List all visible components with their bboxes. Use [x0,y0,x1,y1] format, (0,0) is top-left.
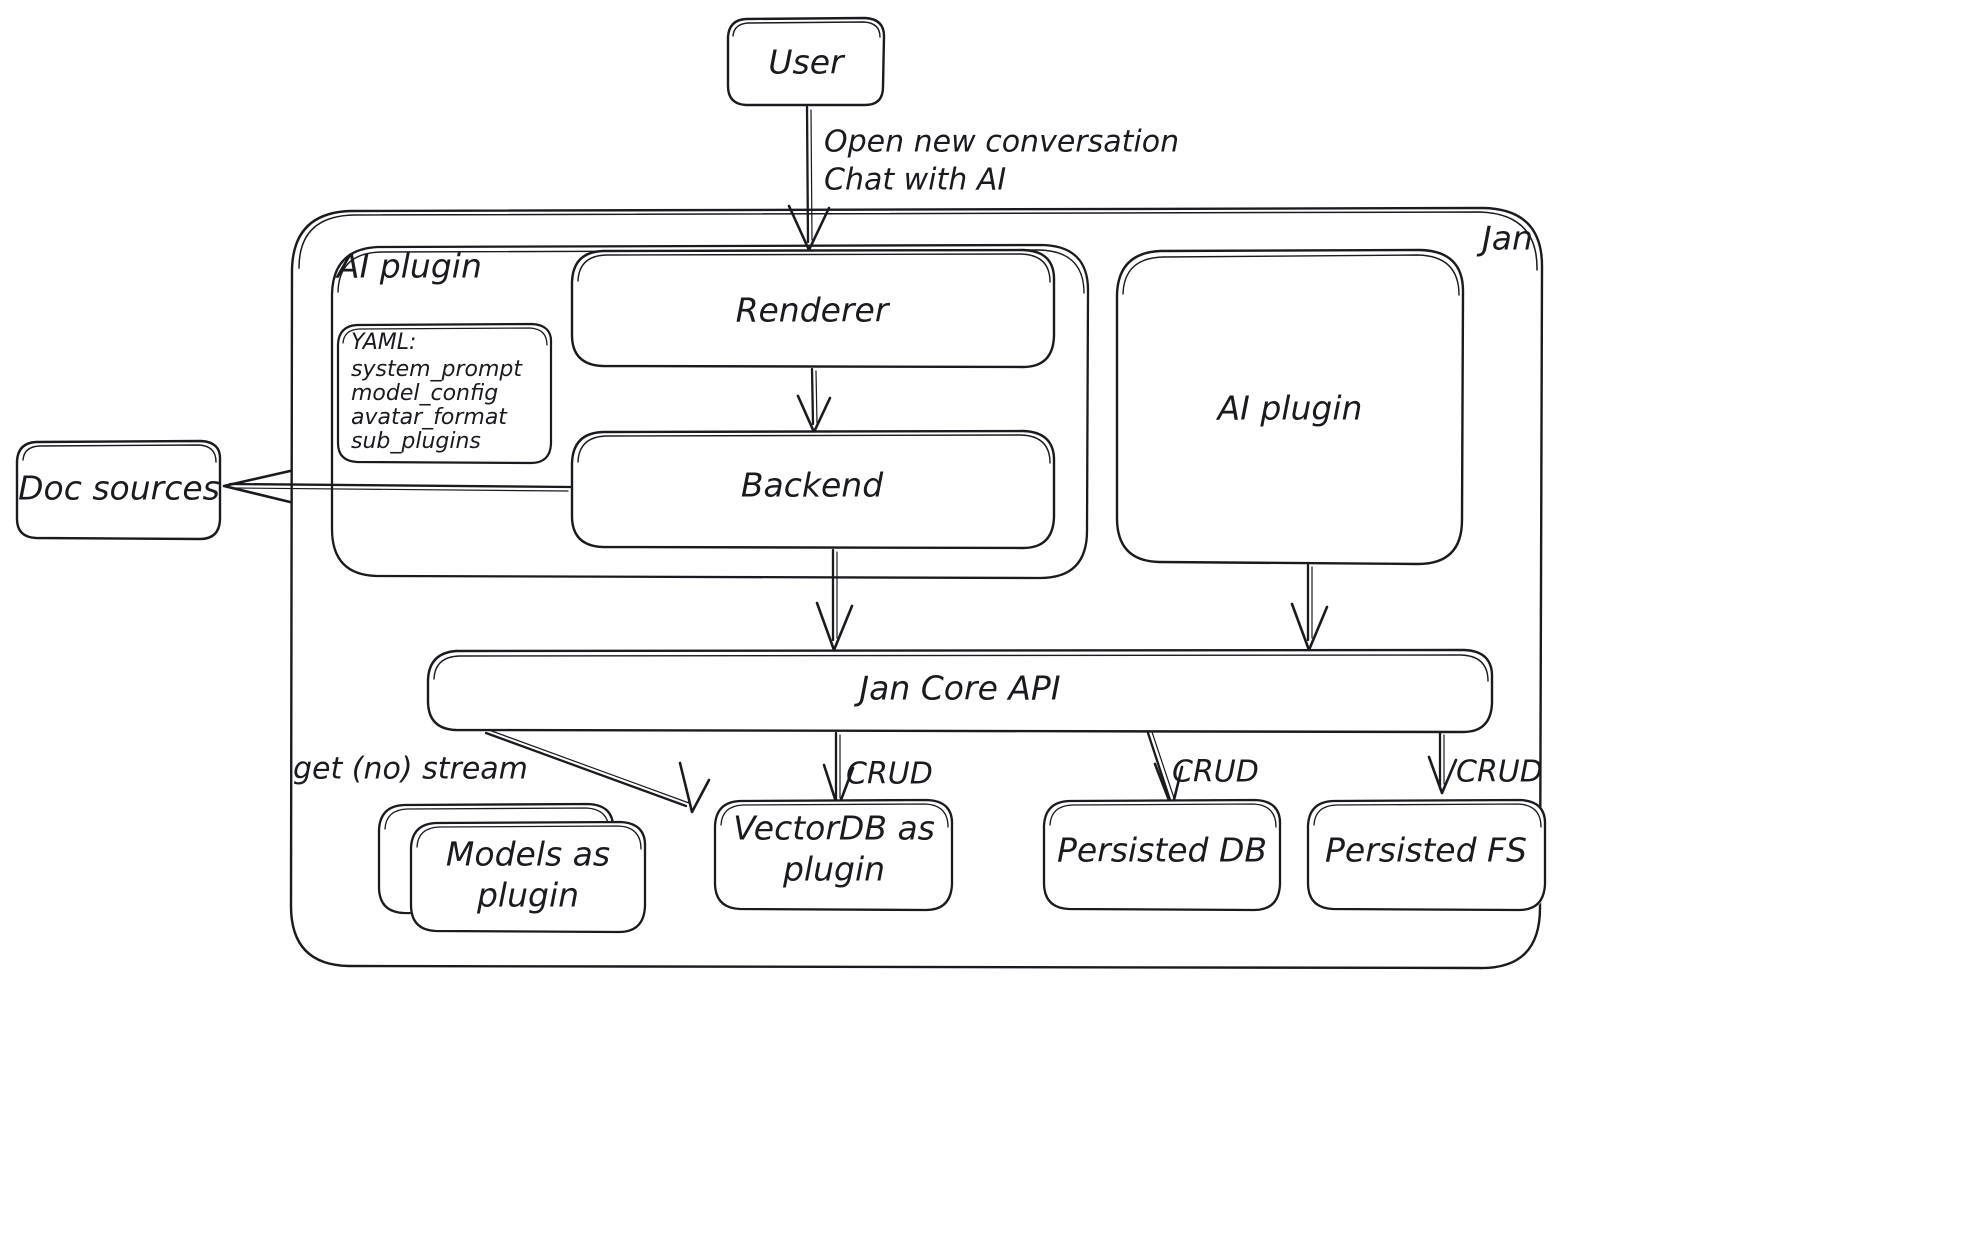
edge-label-get-no-stream: get (no) stream [293,752,528,787]
yaml-note-key-model-config: model_config [351,381,498,406]
node-persisted-fs-label: Persisted FS [1325,831,1527,870]
node-persisted-db[interactable]: Persisted DB [1042,798,1282,912]
node-models-label-line1: Models as [446,835,610,874]
node-backend[interactable]: Backend [570,429,1056,550]
node-jan-core-api-label: Jan Core API [853,669,1060,708]
edge-label-open-new-conversation: Open new conversation [824,125,1179,160]
node-models-label-line2: plugin [476,876,579,915]
node-jan-core-api[interactable]: Jan Core API [426,648,1494,734]
node-persisted-fs[interactable]: Persisted FS [1306,798,1547,912]
node-backend-label: Backend [741,466,884,505]
edge-label-crud-persisted-fs: CRUD [1456,755,1543,790]
edge-core-api-to-models: get (no) stream [293,729,711,814]
edge-user-to-renderer: Open new conversation Chat with AI [787,105,1179,252]
edge-backend-to-doc-sources [222,469,573,504]
node-vectordb-as-plugin[interactable]: VectorDB as plugin [713,798,954,912]
edge-label-chat-with-ai: Chat with AI [824,163,1006,198]
node-renderer[interactable]: Renderer [570,248,1056,369]
container-ai-plugin-group-label: AI plugin [335,247,482,286]
yaml-note-key-sub-plugins: sub_plugins [351,429,481,454]
node-yaml-note[interactable]: YAML: system_prompt model_config avatar_… [336,322,553,465]
edge-core-api-to-persisted-fs: CRUD [1427,731,1543,795]
edge-label-crud-vectordb: CRUD [846,757,933,792]
container-jan-label: Jan [1476,219,1533,258]
node-doc-sources[interactable]: Doc sources [15,439,222,541]
yaml-note-heading: YAML: [351,330,416,355]
yaml-note-key-avatar-format: avatar_format [351,405,508,430]
node-vectordb-label-line2: plugin [782,850,885,889]
node-vectordb-label-line1: VectorDB as [733,809,935,848]
node-persisted-db-label: Persisted DB [1057,831,1267,870]
node-models-as-plugin[interactable]: Models as plugin [377,802,647,934]
edge-core-api-to-persisted-db: CRUD [1146,731,1259,810]
node-user[interactable]: User [726,16,886,107]
node-renderer-label: Renderer [736,291,891,330]
node-user-label: User [768,43,846,82]
node-ai-plugin-right-label: AI plugin [1216,389,1363,428]
node-ai-plugin-right[interactable]: AI plugin [1115,248,1465,566]
edge-label-crud-persisted-db: CRUD [1172,755,1259,790]
node-doc-sources-label: Doc sources [18,469,220,508]
yaml-note-key-system-prompt: system_prompt [351,357,523,382]
edge-core-api-to-vectordb: CRUD [822,731,933,810]
